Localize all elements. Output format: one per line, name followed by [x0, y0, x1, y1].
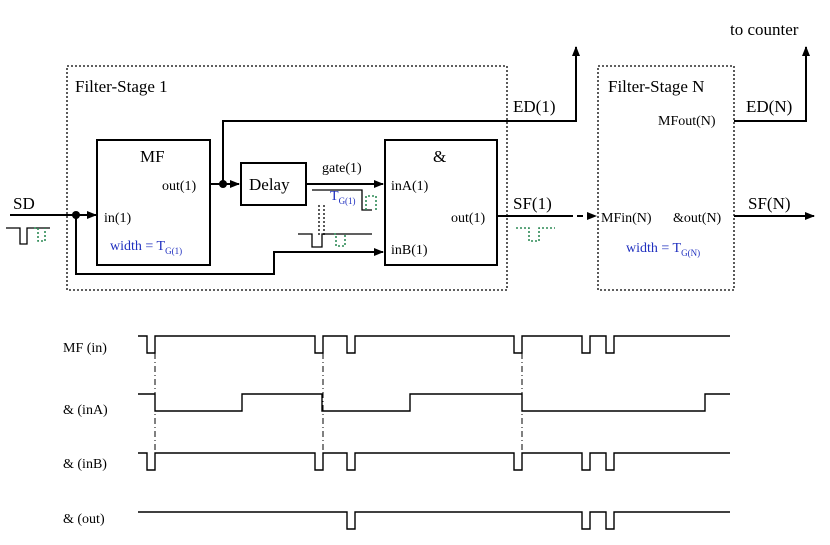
timing-label-and-inA: & (inA) [63, 403, 108, 418]
sd-pulse-glyph [6, 227, 50, 245]
edN-wire [734, 46, 810, 122]
delay-label: Delay [249, 175, 290, 194]
mf-in-port: in(1) [104, 211, 132, 226]
inB-pulse-dotted-glyph [334, 233, 346, 247]
mf-block [96, 139, 211, 266]
gate-pulse-glyph [312, 189, 372, 211]
and-block [384, 139, 498, 266]
filter-stage-1-frame [66, 65, 508, 291]
mfinN-port: MFin(N) [601, 211, 652, 226]
waveform-and-out [138, 511, 730, 530]
mfoutN-port: MFout(N) [658, 114, 716, 129]
timing-label-and-inB: & (inB) [63, 457, 107, 472]
and-out-port: out(1) [451, 211, 486, 226]
gate-pulse-dotted-glyph [365, 195, 377, 210]
ed1-wire [222, 46, 580, 184]
mf-title: MF [140, 147, 165, 166]
edN-label: ED(N) [746, 97, 792, 116]
ed1-label: ED(1) [513, 97, 555, 116]
widthN-label: width = TG(N) [626, 241, 700, 258]
filter-stage-n-title: Filter-Stage N [608, 77, 704, 96]
and-title: & [433, 147, 446, 166]
and-inB-port: inB(1) [391, 243, 428, 258]
and-inA-port: inA(1) [391, 179, 429, 194]
timing-label-mf-in: MF (in) [63, 341, 107, 356]
sd-pulse-dotted-glyph [34, 227, 46, 242]
mf-out-port: out(1) [162, 179, 197, 194]
waveform-and-inA [138, 393, 730, 412]
inB-pulse-glyph [298, 233, 372, 248]
gate-label: gate(1) [322, 161, 362, 176]
sf1-label: SF(1) [513, 194, 552, 213]
sd-label: SD [13, 194, 35, 213]
waveform-and-inB [138, 452, 730, 471]
waveform-mf-in [138, 335, 730, 354]
sfN-label: SF(N) [748, 194, 791, 213]
mf-width-label: width = TG(1) [110, 239, 182, 256]
tg1-label: TG(1) [330, 189, 356, 206]
to-counter-label: to counter [730, 20, 799, 39]
filter-stage-1-title: Filter-Stage 1 [75, 77, 168, 96]
filter-stage-n-frame [597, 65, 735, 291]
timing-label-and-out: & (out) [63, 512, 105, 527]
sf1-pulse-dotted-glyph [516, 227, 555, 242]
sd-to-inB-wire [75, 215, 384, 275]
andoutN-port: &out(N) [673, 211, 722, 226]
